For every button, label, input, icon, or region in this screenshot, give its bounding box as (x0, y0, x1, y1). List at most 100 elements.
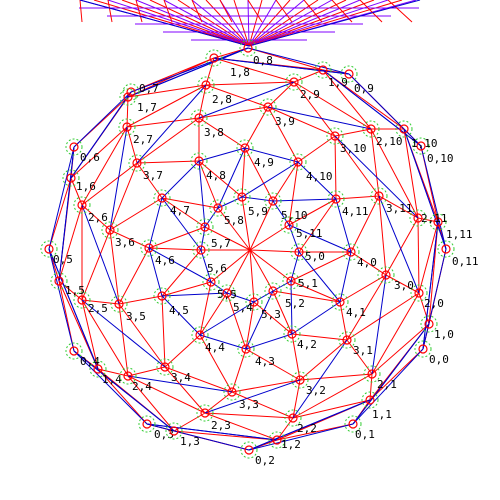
node-label: 2,6 (88, 211, 108, 224)
ring-edge (130, 47, 249, 93)
center-spoke (249, 249, 292, 282)
node-label: 0,5 (53, 253, 73, 266)
diagonal-edge-alt (241, 161, 299, 198)
diagonal-edge-alt (136, 84, 207, 164)
node-tolerance-ring (280, 216, 298, 234)
node-label: 0,9 (354, 82, 374, 95)
node-marker (105, 225, 115, 235)
node-label: 4,11 (342, 205, 369, 218)
diagonal-edge (272, 290, 341, 303)
diagonal-edge (205, 84, 269, 108)
diagonal-edge (370, 128, 380, 197)
ring-edge (334, 135, 380, 197)
node-label: 5,11 (296, 227, 323, 240)
diagonal-edge-alt (127, 375, 233, 393)
node-tolerance-ring (236, 139, 254, 157)
node-marker (374, 191, 384, 201)
node-label: 5,9 (248, 205, 268, 218)
node-tolerance-ring (128, 154, 146, 172)
node-label: 1,7 (137, 101, 157, 114)
center-spoke (249, 249, 255, 303)
node-marker (268, 196, 278, 206)
node-tolerance-ring (196, 218, 214, 236)
ring-edge (109, 229, 120, 305)
outer-hull-edge (70, 91, 132, 179)
node-tolerance-ring (65, 342, 83, 360)
outer-hull-edge (48, 248, 99, 370)
node-tolerance-ring (140, 239, 158, 257)
ring-edge (428, 221, 439, 325)
radial-edge (417, 217, 439, 223)
ring-edge (173, 430, 278, 441)
top-fan-cross (331, 0, 353, 23)
node-label: 2,5 (88, 302, 108, 315)
node-tolerance-ring (62, 169, 80, 187)
ring-edge (148, 197, 163, 249)
node-label: 2,2 (297, 422, 317, 435)
mesh-node: 0,0 (414, 340, 449, 366)
node-marker (201, 80, 211, 90)
top-fan-boundary-right (248, 0, 421, 47)
radial-edge (136, 162, 163, 199)
radial-edge (118, 295, 163, 305)
mesh-node: 1,6 (62, 169, 96, 193)
node-marker (240, 143, 250, 153)
node-marker (206, 277, 216, 287)
node-marker (114, 299, 124, 309)
diagonal-edge (161, 249, 202, 297)
node-tolerance-ring (240, 441, 258, 459)
ring-edge (81, 126, 128, 206)
node-tolerance-ring (268, 431, 286, 449)
node-label: 1,11 (446, 228, 473, 241)
node-marker (194, 113, 204, 123)
diagonal-edge (70, 126, 128, 179)
mesh-node: 5,0 (290, 243, 325, 263)
ring-edge (48, 248, 75, 352)
node-label: 5,2 (285, 297, 305, 310)
ring-edge (272, 200, 290, 226)
node-tolerance-ring (218, 284, 236, 302)
ring-edge (378, 195, 387, 276)
node-marker (293, 157, 303, 167)
radial-edge (335, 195, 380, 200)
mesh-node: 1,5 (50, 272, 85, 297)
mesh-node: 4,7 (153, 189, 190, 217)
node-tolerance-ring (370, 187, 388, 205)
node-marker (263, 102, 273, 112)
radial-edge (109, 229, 150, 249)
mesh-node: 5,7 (196, 218, 231, 250)
mesh-node: 0,5 (40, 240, 73, 266)
diagonal-edge (199, 281, 212, 336)
node-label: 5,7 (211, 237, 231, 250)
radial-edge (127, 366, 166, 377)
mesh-node: 3,3 (223, 383, 259, 411)
node-label: 0,0 (429, 353, 449, 366)
radial-edge (126, 96, 129, 128)
node-tolerance-ring (429, 213, 447, 231)
node-label: 2,0 (424, 297, 444, 310)
node-marker (366, 124, 376, 134)
node-marker (241, 344, 251, 354)
diagonal-edge (322, 69, 372, 130)
node-marker (93, 364, 103, 374)
ring-edge (231, 379, 301, 393)
node-label: 2,3 (211, 419, 231, 432)
node-marker (287, 329, 297, 339)
node-label: 3,4 (171, 371, 191, 384)
node-tolerance-ring (362, 120, 380, 138)
diagonal-edge-alt (198, 81, 295, 119)
node-marker (289, 77, 299, 87)
mesh-node: 0,4 (65, 342, 100, 368)
node-marker (132, 158, 142, 168)
node-tolerance-ring (414, 340, 432, 358)
mesh-node: 4,9 (236, 139, 274, 169)
outer-hull-edge (422, 221, 439, 350)
diagonal-edge (199, 334, 233, 393)
center-spoke (204, 226, 251, 251)
ring-edge (299, 339, 348, 381)
radial-edge (346, 339, 373, 375)
node-tolerance-ring (289, 153, 307, 171)
ring-edge (73, 350, 148, 425)
mesh-node: 2,4 (119, 367, 152, 393)
node-label: 4,10 (306, 170, 333, 183)
